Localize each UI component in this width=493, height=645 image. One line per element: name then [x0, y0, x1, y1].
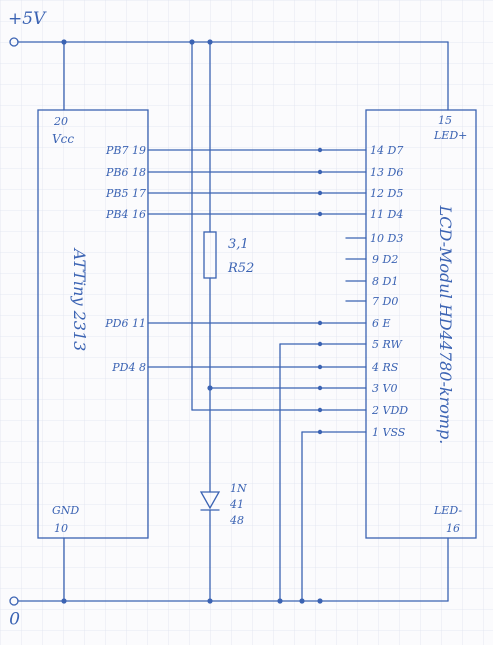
data-lines [147, 149, 367, 215]
lcd-pin-label: 14 D7 [370, 144, 403, 157]
mcu-pin-label: PB5 17 [105, 187, 146, 200]
lcd-pin-label: 4 RS [371, 361, 399, 374]
lcd-pin-label: 7 D0 [372, 295, 398, 308]
diode-label-line3: 48 [229, 514, 244, 527]
mcu-pin-label: PB4 16 [105, 208, 146, 221]
ground-rail [9, 537, 449, 606]
lcd-pin-label: 8 D1 [372, 275, 398, 288]
lcd-top-label: LED+ [433, 129, 467, 142]
resistor-value: 3,1 [228, 237, 249, 252]
lcd-pin-label: 11 D4 [370, 208, 403, 221]
lcd-top-pin: 15 [438, 114, 452, 127]
mcu-vcc-pin: 20 [53, 115, 68, 128]
mcu-pin-label: PB7 19 [105, 144, 146, 157]
attiny-chip-body [37, 109, 149, 539]
mcu-gnd-label: GND [52, 504, 79, 517]
lcd-pin-label: 9 D2 [372, 253, 398, 266]
lcd-module-body [365, 109, 477, 539]
diode-label-line1: 1N [230, 482, 247, 495]
lcd-pin-label: 10 D3 [370, 232, 403, 245]
lcd-pin-label: 13 D6 [370, 166, 403, 179]
mcu-vcc-label: Vcc [52, 132, 74, 146]
lcd-name: LCD-Modul HD44780-kromp. [436, 205, 455, 445]
mcu-pin-label: PD4 8 [111, 361, 146, 374]
unused-data-stubs [345, 237, 367, 302]
vcc-rail [9, 37, 449, 111]
mcu-pin-label: PB6 18 [105, 166, 146, 179]
control-lines [147, 41, 367, 602]
lcd-pin-label: 6 E [372, 317, 391, 330]
mcu-pin-label: PD6 11 [104, 317, 146, 330]
lcd-pin-label: 12 D5 [370, 187, 403, 200]
mcu-gnd-pin: 10 [54, 522, 68, 535]
lcd-bottom-label: LED- [433, 504, 462, 517]
vplus-label: +5V [8, 9, 47, 29]
mcu-name: ATTiny 2313 [70, 247, 89, 352]
contrast-branch [199, 41, 221, 602]
lcd-bottom-pin: 16 [446, 522, 460, 535]
lcd-pin-label: 1 VSS [372, 426, 406, 439]
lcd-pin-label: 3 V0 [372, 382, 397, 395]
ground-label: 0 [9, 607, 20, 627]
junction-dots [61, 39, 323, 604]
diode-label-line2: 41 [229, 498, 244, 511]
lcd-pin-label: 2 VDD [371, 404, 408, 417]
lcd-pin-label: 5 RW [372, 338, 404, 351]
resistor-name: R52 [227, 261, 254, 276]
